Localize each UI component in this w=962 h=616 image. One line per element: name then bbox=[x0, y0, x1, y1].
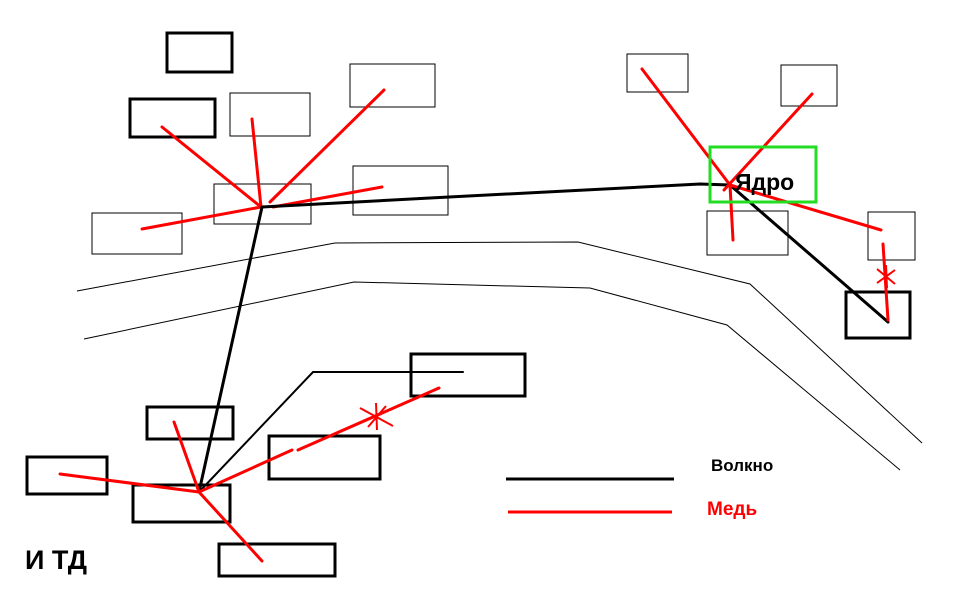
node-box[interactable] bbox=[267, 434, 382, 481]
copper-link bbox=[722, 92, 814, 192]
node-box[interactable] bbox=[145, 405, 235, 441]
boundary-line-upper bbox=[76, 241, 923, 444]
node-box[interactable] bbox=[626, 53, 689, 93]
copper-link bbox=[728, 183, 883, 232]
node-box[interactable] bbox=[409, 352, 527, 398]
node-box[interactable] bbox=[229, 92, 311, 137]
copper-links-top-left bbox=[140, 88, 386, 231]
hub-box[interactable] bbox=[131, 483, 232, 524]
copper-link bbox=[271, 185, 384, 209]
fiber-links bbox=[197, 182, 890, 494]
etc-label: И ТД bbox=[25, 545, 87, 575]
copper-link bbox=[160, 125, 263, 209]
node-box[interactable] bbox=[165, 31, 234, 74]
legend-fiber-label: Волкно bbox=[711, 456, 774, 475]
copper-link bbox=[140, 205, 263, 231]
fiber-link-core-to-right bbox=[728, 183, 890, 324]
copper-link bbox=[296, 386, 441, 452]
node-box[interactable] bbox=[217, 542, 337, 578]
node-box[interactable] bbox=[780, 64, 838, 107]
core-label: Ядро bbox=[735, 169, 795, 195]
legend-copper-label: Медь bbox=[707, 499, 758, 520]
copper-link bbox=[197, 490, 264, 563]
copper-link bbox=[250, 117, 263, 209]
node-box[interactable] bbox=[352, 165, 449, 216]
node-box[interactable] bbox=[844, 290, 912, 340]
node-box[interactable] bbox=[25, 455, 109, 496]
copper-links-bottom-left bbox=[58, 386, 441, 563]
copper-link bbox=[881, 242, 890, 322]
copper-link bbox=[728, 183, 735, 242]
copper-link bbox=[268, 88, 386, 204]
node-box[interactable] bbox=[867, 211, 916, 261]
node-box[interactable] bbox=[349, 63, 436, 108]
copper-links-core bbox=[640, 67, 890, 322]
fiber-link-top-left-to-bottom-left bbox=[197, 205, 264, 494]
broken-link-marker bbox=[359, 402, 394, 431]
boundary-line-lower bbox=[83, 281, 901, 471]
node-box[interactable] bbox=[706, 210, 789, 256]
node-box[interactable] bbox=[91, 212, 183, 255]
copper-link bbox=[58, 472, 201, 494]
broken-link-marker bbox=[876, 264, 896, 289]
node-box[interactable] bbox=[128, 97, 217, 139]
fiber-link-core-to-top-left bbox=[260, 182, 732, 209]
copper-link bbox=[640, 67, 732, 187]
core-box[interactable] bbox=[708, 145, 818, 204]
fiber-link-bottom-left-to-mid bbox=[198, 371, 464, 493]
copper-link bbox=[172, 420, 201, 494]
copper-link bbox=[197, 448, 294, 494]
